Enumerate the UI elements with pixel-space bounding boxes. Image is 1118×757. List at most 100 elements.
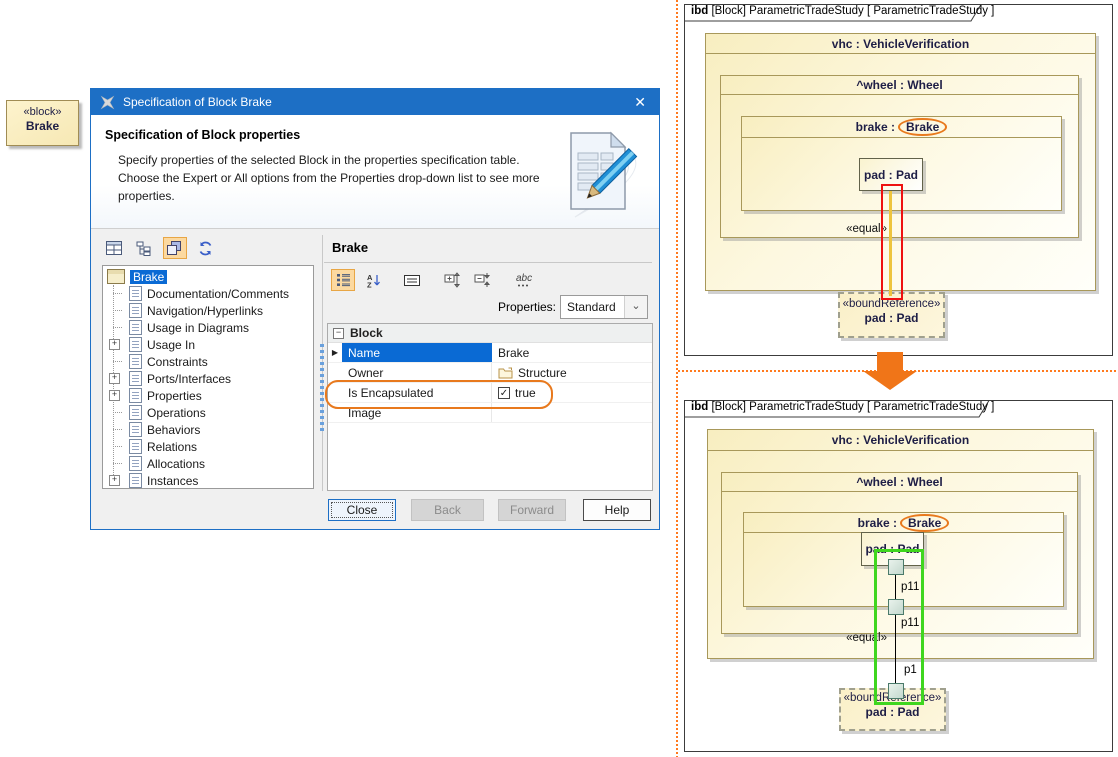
close-button[interactable]: Close	[328, 499, 396, 521]
tree-item[interactable]: Relations	[103, 438, 313, 455]
equal-label: «equal»	[846, 223, 887, 235]
doc-icon	[129, 303, 142, 318]
table-row-name[interactable]: ▶ Name Brake	[328, 343, 652, 363]
tree-view-icon[interactable]	[132, 237, 156, 259]
collapse-group-icon[interactable]: −	[333, 327, 344, 339]
tree-root-label: Brake	[130, 269, 168, 284]
specification-tree: Brake Documentation/Comments Navigation/…	[102, 265, 314, 489]
image-value[interactable]	[492, 403, 652, 422]
svg-text:A: A	[367, 273, 373, 282]
properties-table-icon[interactable]	[102, 237, 126, 259]
orange-circle-annotation: Brake	[898, 118, 948, 136]
doc-icon	[129, 286, 142, 301]
close-icon[interactable]: ✕	[634, 94, 646, 110]
row-marker-icon: ▶	[331, 348, 339, 357]
collapse-nodes-icon[interactable]	[470, 269, 494, 291]
dialog-titlebar[interactable]: Specification of Block Brake ✕	[91, 89, 659, 115]
doc-icon	[129, 473, 142, 488]
port-square[interactable]	[888, 599, 904, 615]
doc-icon	[129, 439, 142, 454]
tree-item[interactable]: +Properties	[103, 387, 313, 404]
block-icon	[107, 269, 125, 284]
ibd-diagram-before: ibd [Block] ParametricTradeStudy [ Param…	[684, 4, 1113, 356]
wheel-label: ^wheel : Wheel	[722, 473, 1077, 492]
panel-separator	[324, 262, 652, 263]
tree-item[interactable]: +Ports/Interfaces	[103, 370, 313, 387]
expander-icon[interactable]: +	[109, 475, 120, 486]
back-button[interactable]: Back	[411, 499, 484, 521]
description-area-icon[interactable]	[400, 269, 424, 291]
table-row-owner[interactable]: Owner Structure	[328, 363, 652, 383]
splitter-handle[interactable]	[320, 344, 324, 434]
help-button[interactable]: Help	[583, 499, 651, 521]
port-label: p11	[901, 617, 920, 629]
tree-item-brake[interactable]: Brake	[103, 268, 313, 285]
tree-item[interactable]: Allocations	[103, 455, 313, 472]
is-encapsulated-value[interactable]: ✓ true	[498, 385, 536, 400]
equal-connector[interactable]	[889, 191, 892, 296]
tree-item[interactable]: +Usage In	[103, 336, 313, 353]
wheel-label: ^wheel : Wheel	[721, 76, 1078, 95]
properties-table: − Block ▶ Name Brake Owner Structure Is …	[325, 323, 653, 491]
group-row-block[interactable]: − Block	[328, 324, 652, 343]
tree-item[interactable]: Navigation/Hyperlinks	[103, 302, 313, 319]
owner-value[interactable]: Structure	[492, 363, 652, 382]
forward-button[interactable]: Forward	[498, 499, 566, 521]
doc-icon	[129, 371, 142, 386]
diagram-tab[interactable]: ibd [Block] ParametricTradeStudy [ Param…	[684, 4, 994, 25]
expander-icon[interactable]: +	[109, 373, 120, 384]
ibd-diagram-after: ibd [Block] ParametricTradeStudy [ Param…	[684, 400, 1113, 752]
port-label: p1	[904, 664, 917, 676]
table-row-image[interactable]: Image	[328, 403, 652, 423]
name-value[interactable]: Brake	[498, 345, 530, 360]
expander-icon[interactable]: +	[109, 339, 120, 350]
binding-connector[interactable]	[895, 575, 896, 599]
tree-item[interactable]: Operations	[103, 404, 313, 421]
doc-icon	[129, 388, 142, 403]
properties-dropdown-value: Standard	[567, 300, 616, 314]
header-title: Specification of Block properties	[105, 128, 301, 142]
folder-icon	[498, 367, 513, 378]
table-row-is-encapsulated[interactable]: Is Encapsulated ✓ true	[325, 380, 652, 409]
tree-item[interactable]: Usage in Diagrams	[103, 319, 313, 336]
properties-dropdown[interactable]: Standard ⌄	[560, 295, 648, 319]
doc-icon	[129, 456, 142, 471]
spelling-icon[interactable]: abc	[513, 269, 537, 291]
vhc-label: vhc : VehicleVerification	[708, 430, 1093, 451]
doc-icon	[129, 320, 142, 335]
refresh-icon[interactable]	[193, 237, 217, 259]
vhc-label: vhc : VehicleVerification	[706, 34, 1095, 54]
tree-toolbar	[102, 237, 220, 259]
tree-item[interactable]: +Instances	[103, 472, 313, 488]
red-highlight-rect	[881, 184, 903, 300]
properties-dropdown-label: Properties:	[497, 300, 556, 314]
orange-circle-annotation: Brake	[900, 513, 950, 532]
document-pencil-icon	[570, 131, 638, 218]
dialog-title: Specification of Block Brake	[123, 95, 272, 109]
svg-text:abc: abc	[516, 273, 532, 284]
tree-item[interactable]: Documentation/Comments	[103, 285, 313, 302]
chevron-down-icon[interactable]: ⌄	[624, 296, 647, 318]
port-square[interactable]	[888, 683, 904, 699]
header-description: Specify properties of the selected Block…	[118, 153, 540, 203]
doc-icon	[129, 337, 142, 352]
tree-item[interactable]: Behaviors	[103, 421, 313, 438]
switch-view-icon[interactable]	[162, 237, 187, 259]
dialog-header: Specification of Block properties Specif…	[91, 115, 659, 229]
port-square[interactable]	[888, 559, 904, 575]
block-name: Brake	[25, 119, 60, 133]
expander-icon[interactable]: +	[109, 390, 120, 401]
green-highlight-rect	[874, 549, 924, 705]
svg-text:Z: Z	[367, 280, 372, 288]
checkbox-checked-icon[interactable]: ✓	[498, 386, 510, 399]
tree-item[interactable]: Constraints	[103, 353, 313, 370]
brake-block-shape[interactable]: «block» Brake	[6, 100, 79, 146]
expand-nodes-icon[interactable]	[440, 269, 464, 291]
categorized-view-icon[interactable]	[331, 269, 355, 291]
transition-arrow-icon	[877, 352, 903, 372]
diagram-tab[interactable]: ibd [Block] ParametricTradeStudy [ Param…	[684, 400, 994, 421]
binding-connector[interactable]	[895, 615, 896, 683]
